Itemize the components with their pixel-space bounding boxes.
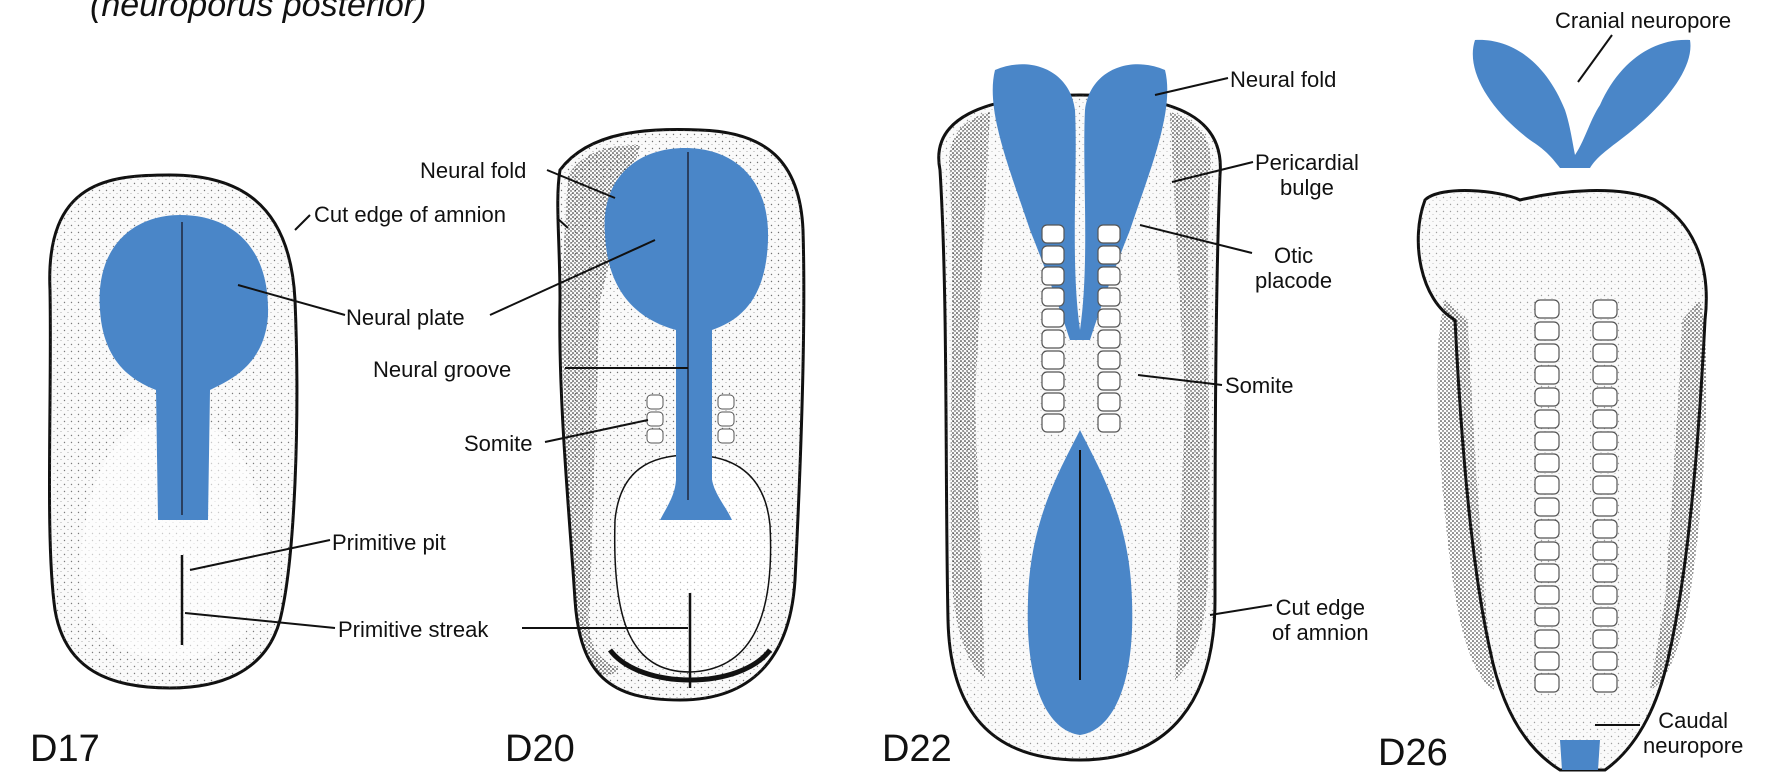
somite-block bbox=[1593, 344, 1617, 362]
somite-block bbox=[1042, 267, 1064, 285]
somite-block bbox=[1535, 520, 1559, 538]
somite-block bbox=[1593, 410, 1617, 428]
somite-block bbox=[1535, 388, 1559, 406]
somite-block bbox=[1098, 414, 1120, 432]
label-primitive-pit: Primitive pit bbox=[332, 530, 446, 555]
somite-block bbox=[1098, 288, 1120, 306]
somite-block bbox=[1535, 300, 1559, 318]
somite-block bbox=[1535, 410, 1559, 428]
somite-block bbox=[1535, 652, 1559, 670]
cranial-neural-folds-d26 bbox=[1473, 40, 1691, 168]
somite-block bbox=[1593, 586, 1617, 604]
somite-block bbox=[1593, 674, 1617, 692]
label-cut-edge-of-amnion: Cut edge of amnion bbox=[314, 202, 506, 227]
somite-block bbox=[1098, 351, 1120, 369]
stage-label-d17: D17 bbox=[30, 728, 100, 771]
somite-block bbox=[1535, 564, 1559, 582]
embryo-d26 bbox=[1418, 40, 1706, 770]
label-somite-d20: Somite bbox=[464, 431, 532, 456]
label-primitive-streak: Primitive streak bbox=[338, 617, 488, 642]
somite-block bbox=[1593, 630, 1617, 648]
somite-block bbox=[1593, 366, 1617, 384]
stage-label-d20: D20 bbox=[505, 728, 575, 771]
somite-block bbox=[1593, 432, 1617, 450]
somite-block bbox=[1535, 674, 1559, 692]
somite-block bbox=[1535, 454, 1559, 472]
stage-label-d26: D26 bbox=[1378, 732, 1448, 775]
somite-block bbox=[1535, 322, 1559, 340]
somite-block bbox=[1535, 344, 1559, 362]
somite-block bbox=[1593, 322, 1617, 340]
label-cut-edge-of-amnion-d22: Cut edge of amnion bbox=[1272, 595, 1369, 646]
embryo-d22 bbox=[939, 64, 1221, 760]
somite-block bbox=[1535, 432, 1559, 450]
somite-block bbox=[1098, 309, 1120, 327]
label-neural-plate: Neural plate bbox=[346, 305, 465, 330]
somite-block bbox=[1098, 372, 1120, 390]
somite-block bbox=[1593, 498, 1617, 516]
somite-block bbox=[1042, 330, 1064, 348]
somite-block bbox=[1042, 246, 1064, 264]
somite-block bbox=[1042, 351, 1064, 369]
somite-block bbox=[1593, 564, 1617, 582]
somite-block bbox=[1535, 366, 1559, 384]
somite-block bbox=[1098, 330, 1120, 348]
embryo-d20 bbox=[558, 129, 804, 700]
label-neural-fold-d22: Neural fold bbox=[1230, 67, 1336, 92]
somite-block bbox=[1535, 630, 1559, 648]
somite-block bbox=[1098, 393, 1120, 411]
somite-block bbox=[1593, 652, 1617, 670]
somite-block bbox=[1535, 542, 1559, 560]
somite-block bbox=[1593, 454, 1617, 472]
somite-block bbox=[1593, 520, 1617, 538]
label-neural-groove: Neural groove bbox=[373, 357, 511, 382]
somite-block bbox=[1535, 586, 1559, 604]
label-cranial-neuropore: Cranial neuropore bbox=[1555, 8, 1731, 33]
label-caudal-neuropore: Caudal neuropore bbox=[1643, 708, 1743, 759]
label-somite-d22: Somite bbox=[1225, 373, 1293, 398]
label-pericardial-bulge: Pericardial bulge bbox=[1255, 150, 1359, 201]
somite-block bbox=[1535, 498, 1559, 516]
somite-block bbox=[1042, 393, 1064, 411]
embryo-d17 bbox=[49, 175, 296, 688]
somite-block bbox=[1593, 300, 1617, 318]
somite-block bbox=[1593, 388, 1617, 406]
somite-block bbox=[1593, 476, 1617, 494]
label-otic-placode: Otic placode bbox=[1255, 243, 1332, 294]
somite-block bbox=[1042, 414, 1064, 432]
somite-block bbox=[1535, 476, 1559, 494]
somite-block bbox=[1042, 288, 1064, 306]
somite-block bbox=[1042, 372, 1064, 390]
somite-block bbox=[1042, 225, 1064, 243]
somite-block bbox=[1098, 267, 1120, 285]
somite-block bbox=[1098, 225, 1120, 243]
stage-label-d22: D22 bbox=[882, 728, 952, 771]
somite-block bbox=[1098, 246, 1120, 264]
somite-block bbox=[1593, 542, 1617, 560]
somite-block bbox=[1593, 608, 1617, 626]
somite-block bbox=[1042, 309, 1064, 327]
label-neural-fold: Neural fold bbox=[420, 158, 526, 183]
somite-block bbox=[1535, 608, 1559, 626]
